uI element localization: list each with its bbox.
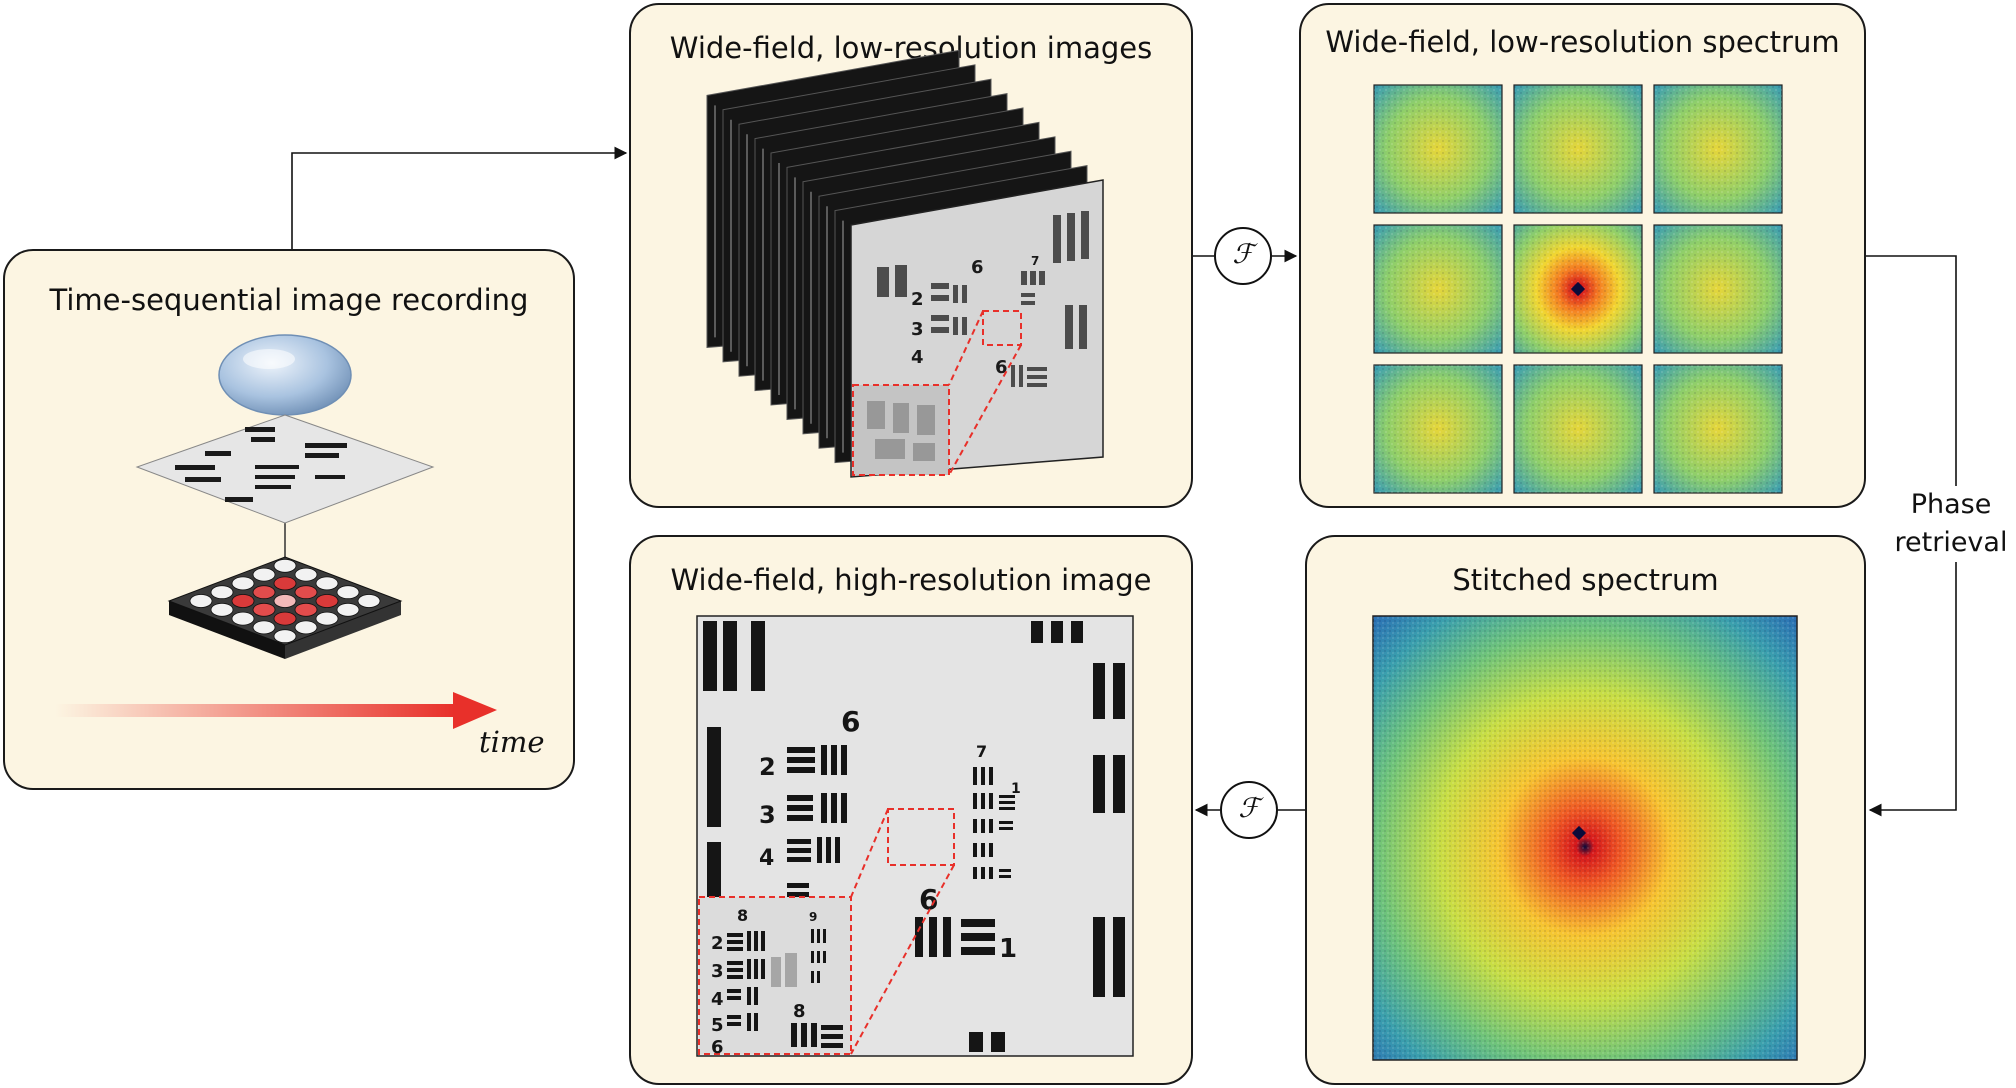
- hr-group-6b: 6: [919, 883, 938, 916]
- led: [294, 602, 318, 617]
- inset-group-6: 6: [711, 1037, 724, 1058]
- inset-el-3: 3: [711, 961, 724, 982]
- hr-el-3: 3: [759, 801, 776, 829]
- panel-stitched-spectrum: Stitched spectrum: [1305, 535, 1866, 1085]
- led: [231, 576, 255, 591]
- inset-el-4: 4: [711, 989, 724, 1010]
- hr-zoom-inset: 8 9 2 3 4 5 6 8: [698, 896, 852, 1058]
- led: [315, 576, 339, 591]
- led-array-icon: [167, 556, 403, 659]
- inset-group-9: 9: [809, 910, 817, 924]
- fourier-operator-icon: ℱ: [1214, 227, 1272, 285]
- spectrum-grid: [1373, 84, 1783, 494]
- panel-title-low-res-spectrum: Wide-field, low-resolution spectrum: [1325, 25, 1840, 59]
- led: [210, 585, 234, 600]
- led: [336, 585, 360, 600]
- led: [336, 602, 360, 617]
- inset-el-2: 2: [711, 933, 724, 954]
- inset-group-8b: 8: [793, 1001, 806, 1022]
- led: [231, 594, 255, 608]
- target-el-3: 3: [911, 319, 924, 340]
- front-low-res-image: 6 7 6 2 3 4: [850, 179, 1104, 478]
- time-arrow-icon: [55, 692, 497, 729]
- led: [273, 576, 297, 591]
- led: [252, 585, 276, 600]
- led: [294, 567, 318, 582]
- hr-el-1: 1: [999, 934, 1017, 964]
- phase-retrieval-label-line2: retrieval: [1886, 524, 2016, 562]
- recording-illustration: [55, 334, 497, 729]
- panel-image-recording: Time-sequential image recording: [3, 249, 575, 790]
- led: [210, 602, 234, 617]
- led: [231, 611, 255, 626]
- led: [273, 594, 297, 608]
- panel-title-recording: Time-sequential image recording: [49, 283, 529, 317]
- led: [273, 611, 297, 626]
- led: [252, 567, 276, 582]
- led: [315, 611, 339, 626]
- target-group-7: 7: [1031, 254, 1039, 268]
- led: [252, 602, 276, 617]
- led: [315, 594, 339, 608]
- hr-el-2: 2: [759, 753, 776, 781]
- led: [252, 620, 276, 635]
- hr-group-7: 7: [976, 742, 987, 761]
- led: [273, 558, 297, 573]
- high-res-target-image: 6 7 2 3 4 6 1 1: [696, 615, 1134, 1058]
- panel-title-high-res-image: Wide-field, high-resolution image: [670, 563, 1152, 597]
- panel-high-res-image: Wide-field, high-resolution image: [629, 535, 1193, 1085]
- led: [273, 629, 297, 644]
- target-el-2: 2: [911, 289, 924, 310]
- led: [294, 585, 318, 600]
- panel-title-stitched-spectrum: Stitched spectrum: [1452, 563, 1719, 597]
- phase-retrieval-label: Phase: [1886, 486, 2016, 524]
- inset-group-8: 8: [737, 906, 748, 925]
- led: [189, 594, 213, 608]
- inset-el-5: 5: [711, 1015, 724, 1036]
- time-label: time: [479, 725, 545, 759]
- hr-el-4: 4: [759, 846, 774, 871]
- target-el-4: 4: [911, 347, 924, 368]
- lens-icon: [218, 334, 352, 416]
- led: [294, 620, 318, 635]
- hr-group-6: 6: [841, 705, 860, 738]
- panel-low-res-images: Wide-field, low-resolution images: [629, 3, 1193, 508]
- arrow-recording-to-images: [291, 146, 628, 249]
- spectrum-peak: [1570, 281, 1586, 297]
- target-group-6b: 6: [995, 357, 1008, 378]
- fourier-operator-icon: ℱ: [1220, 781, 1278, 839]
- led: [357, 594, 381, 608]
- sample-plane: [135, 414, 435, 524]
- target-group-6: 6: [971, 257, 984, 278]
- hr-el-1-g7: 1: [1011, 781, 1021, 797]
- panel-low-res-spectrum: Wide-field, low-resolution spectrum: [1299, 3, 1866, 508]
- image-stack: 6 7 6 2 3 4: [706, 49, 1104, 478]
- stitched-spectrum-image: [1372, 615, 1798, 1061]
